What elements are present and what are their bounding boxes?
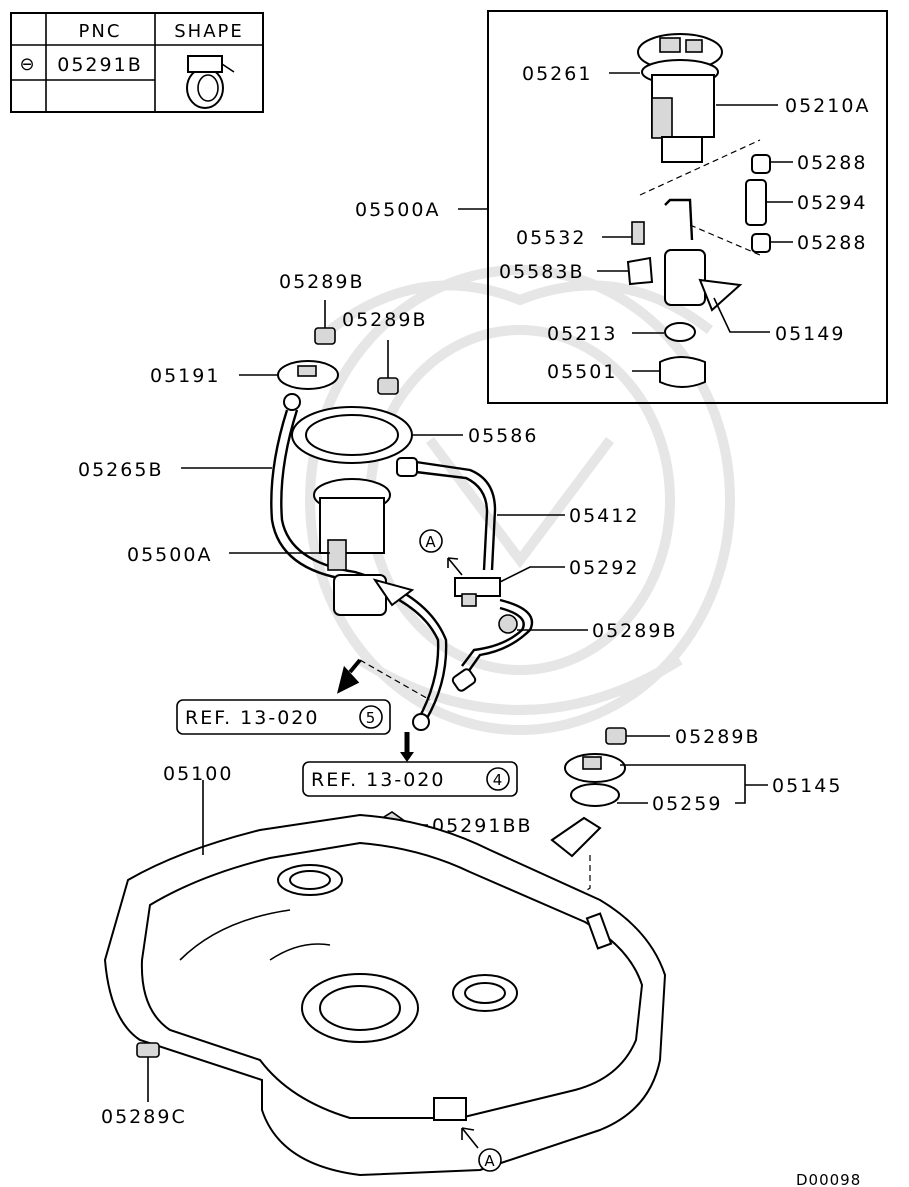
label-05261: 05261 [522,63,592,85]
legend-header-pnc: PNC [79,21,122,42]
legend-header-shape: SHAPE [174,21,244,42]
fuel-pump-assembly-05500A [313,478,415,616]
nut-05289B-a [314,327,336,345]
label-05210A: 05210A [785,95,870,117]
ref-box-2-text: REF. 13-020 [311,769,445,791]
diagram-code: D00098 [796,1171,861,1187]
label-05100: 05100 [163,763,233,785]
label-05292: 05292 [569,557,639,579]
arrow-down-icon [400,732,414,762]
label-05532: 05532 [516,227,586,249]
label-05412: 05412 [569,505,639,527]
ref-box-13-020-4[interactable]: REF. 13-020 4 [302,761,518,797]
label-05500A-box: 05500A [355,199,440,221]
bushing-bottom-part [751,233,771,253]
label-05583B: 05583B [499,261,584,283]
float-block [550,816,602,858]
view-marker-a-upper: A [419,529,463,576]
legend-pnc-value: 05291B [57,54,142,76]
label-05289B-b: 05289B [342,309,427,331]
ref-box-1-number: 5 [366,709,377,727]
return-line [451,598,534,692]
label-05288-bottom: 05288 [797,232,867,254]
retainer-part [626,256,654,286]
label-05289B-c: 05289B [592,620,677,642]
label-05289C: 05289C [101,1106,187,1128]
bushing-top-part [751,154,771,174]
cover-plate-05191 [277,360,339,390]
arrow-down-icon [337,658,362,694]
pipe-part [745,179,767,226]
nut-05289B-b [377,377,399,395]
label-05265B: 05265B [78,459,163,481]
legend-symbol: ⊖ [19,54,36,75]
label-05145: 05145 [772,775,842,797]
label-05191: 05191 [150,365,220,387]
clamp-shape-icon [186,55,235,109]
drain-plug-05289C [136,1042,160,1058]
label-05289B-a: 05289B [279,271,364,293]
ref-box-13-020-5[interactable]: REF. 13-020 5 [176,699,391,735]
label-05294: 05294 [797,192,867,214]
label-05586: 05586 [468,425,538,447]
label-05289B-d: 05289B [675,726,760,748]
view-marker-a-lower-label: A [484,1152,495,1170]
label-05291BB: 05291BB [432,815,533,837]
clip-05292 [454,577,501,607]
ref-box-2-number: 4 [493,771,504,789]
label-05500A: 05500A [127,544,212,566]
ref-box-1-text: REF. 13-020 [185,707,319,729]
label-05213: 05213 [547,323,617,345]
watermark-emblem [305,265,735,735]
label-05288-top: 05288 [797,152,867,174]
holder-part [659,356,706,388]
seal-ring-part [664,322,696,342]
label-05259: 05259 [652,793,722,815]
view-marker-a-upper-label: A [425,533,436,551]
nut-05289B-d [605,727,627,745]
screw-part [631,221,645,245]
legend-table: PNC SHAPE ⊖ 05291B [10,12,264,113]
label-05501: 05501 [547,361,617,383]
fuel-pump-detail-box: 05261 05210A 05288 05294 05288 05532 055… [487,10,888,404]
pump-motor-part [664,198,743,312]
sender-unit-05145 [564,753,626,807]
gasket-05586 [291,406,413,464]
fuel-tank-05100 [103,813,667,1177]
fuel-line-05412 [396,457,497,571]
view-marker-a-lower: A [461,1127,502,1172]
pump-body-part [651,74,715,163]
label-05149: 05149 [775,323,845,345]
